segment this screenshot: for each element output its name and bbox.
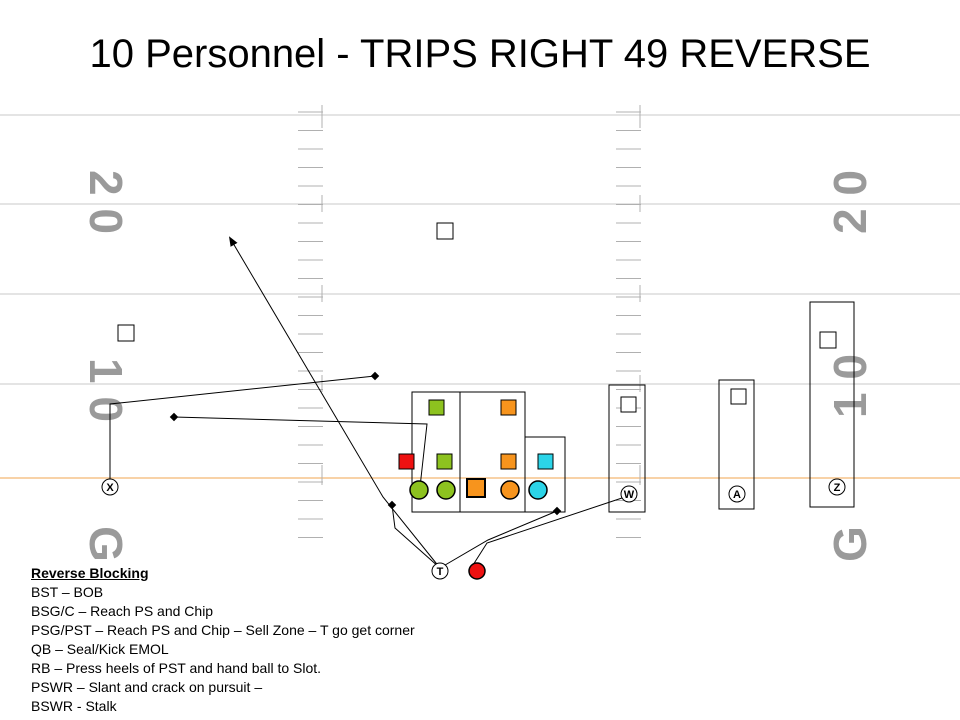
defender-cyan	[537, 453, 554, 470]
notes-line: BST – BOB	[31, 584, 104, 600]
field-goal-left: G	[80, 526, 132, 562]
player-t: T	[431, 562, 449, 580]
player-w-marker	[620, 485, 638, 503]
defender-lime	[436, 453, 453, 470]
defender-w-box	[620, 396, 637, 413]
field-goal-right: G	[824, 526, 876, 562]
notes-line: QB – Seal/Kick EMOL	[31, 641, 169, 657]
field-number-20-right: 2 0	[824, 170, 876, 234]
routes	[109, 236, 629, 569]
field-number-20-left: 2 0	[80, 170, 132, 234]
defender-orange	[500, 453, 517, 470]
field-number-10-right: 1 0	[824, 354, 876, 418]
defender-red	[398, 453, 415, 470]
notes-line: BSWR - Stalk	[31, 698, 117, 714]
field-numbers-left: 2 0 1 0 G	[80, 170, 132, 562]
route-playside-sweep	[439, 510, 558, 569]
backside-guard	[436, 480, 456, 500]
defender-lime-deep	[428, 399, 445, 416]
page-title: 10 Personnel - TRIPS RIGHT 49 REVERSE	[89, 32, 871, 76]
assignment-boxes	[411, 301, 855, 513]
defenders	[117, 222, 837, 349]
player-x: X	[101, 478, 119, 496]
skill-players: X W A Z T	[101, 478, 846, 580]
blocking-notes: Reverse Blocking BST – BOB BSG/C – Reach…	[31, 564, 415, 716]
playside-tackle	[528, 480, 548, 500]
player-t-marker	[431, 562, 449, 580]
defender-a-box	[730, 388, 747, 405]
route-end-sweep	[552, 506, 562, 516]
player-x-label: X	[106, 482, 114, 494]
center	[466, 478, 486, 498]
hash-marks-left	[298, 105, 323, 538]
playside-guard	[500, 480, 520, 500]
defender-corner-left	[117, 324, 135, 342]
offensive-line	[409, 478, 548, 500]
player-w-label: W	[624, 489, 635, 501]
player-x-marker	[101, 478, 119, 496]
yard-lines	[0, 114, 960, 479]
defender-safety	[436, 222, 454, 240]
player-a-marker	[728, 485, 746, 503]
player-w: W	[620, 485, 638, 503]
route-backside-block	[391, 504, 441, 569]
route-backside-lime	[173, 416, 428, 488]
field-numbers-right: 2 0 1 0 G	[824, 170, 876, 562]
running-back	[468, 562, 486, 580]
notes-line: RB – Press heels of PST and hand ball to…	[31, 660, 322, 676]
route-endpoints	[169, 371, 562, 516]
defender-corner-right	[819, 331, 837, 349]
notes-line: PSG/PST – Reach PS and Chip – Sell Zone …	[31, 622, 415, 638]
notes-heading: Reverse Blocking	[31, 565, 149, 581]
box-playside-tackle	[524, 436, 566, 513]
route-tailback-reverse	[228, 236, 441, 569]
player-t-label: T	[437, 566, 444, 578]
notes-line: BSG/C – Reach PS and Chip	[31, 603, 214, 619]
box-a	[718, 379, 755, 510]
route-w-crack	[472, 495, 629, 566]
field-number-10-left: 1 0	[80, 358, 132, 422]
player-a: A	[728, 485, 746, 503]
notes-line: PSWR – Slant and crack on pursuit –	[31, 679, 263, 695]
backside-tackle	[409, 480, 429, 500]
player-z: Z	[828, 478, 846, 496]
box-defenders	[398, 388, 747, 470]
box-z	[809, 301, 855, 508]
route-end-backside	[169, 412, 179, 422]
hash-marks-right	[616, 105, 641, 538]
player-a-label: A	[733, 489, 741, 501]
defender-orange-deep	[500, 399, 517, 416]
player-z-marker	[828, 478, 846, 496]
box-w	[608, 384, 646, 513]
route-end-x	[370, 371, 380, 381]
player-z-label: Z	[834, 482, 841, 494]
route-end-block	[387, 500, 397, 510]
route-x	[109, 375, 376, 485]
